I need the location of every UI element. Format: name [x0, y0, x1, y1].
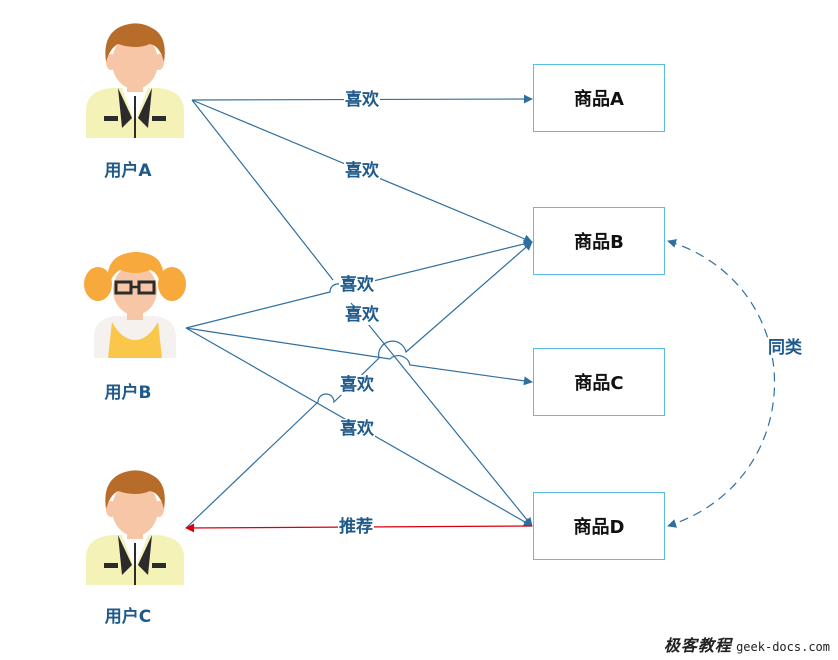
product-a-label: 商品A	[574, 89, 624, 110]
edge-user-b-product-c	[185, 327, 533, 386]
edge-label-user-a-product-a: 喜欢	[344, 90, 380, 110]
user-a-avatar-icon	[86, 23, 184, 138]
watermark-site: geek-docs.com	[736, 640, 830, 654]
edge-label-user-a-product-d: 喜欢	[344, 305, 380, 325]
product-c-box[interactable]: 商品C	[533, 348, 665, 416]
similar-link-b-d	[667, 239, 775, 528]
edge-user-c-product-b	[185, 241, 533, 529]
user-c-avatar-icon	[86, 470, 184, 585]
edge-label-user-a-product-b: 喜欢	[344, 161, 380, 181]
similar-label: 同类	[768, 338, 802, 358]
user-b-label: 用户B	[104, 383, 152, 403]
product-b-label: 商品B	[574, 232, 624, 253]
user-c-label: 用户C	[104, 607, 152, 627]
edge-label-user-b-product-b: 喜欢	[339, 275, 375, 295]
product-a-box[interactable]: 商品A	[533, 64, 665, 132]
user-a-label: 用户A	[104, 161, 152, 181]
product-b-box[interactable]: 商品B	[533, 207, 665, 275]
user-b-avatar-icon	[84, 252, 186, 358]
watermark: 极客教程 geek-docs.com	[664, 632, 830, 656]
edge-user-a-product-d	[191, 99, 532, 526]
edge-label-product-d-user-c-recommend: 推荐	[338, 517, 374, 537]
edge-label-user-b-product-d: 喜欢	[339, 419, 375, 439]
watermark-brand: 极客教程	[663, 636, 732, 655]
product-d-box[interactable]: 商品D	[533, 492, 665, 560]
product-c-label: 商品C	[574, 373, 624, 394]
product-d-label: 商品D	[573, 517, 625, 538]
edge-label-user-b-product-c: 喜欢	[339, 375, 375, 395]
